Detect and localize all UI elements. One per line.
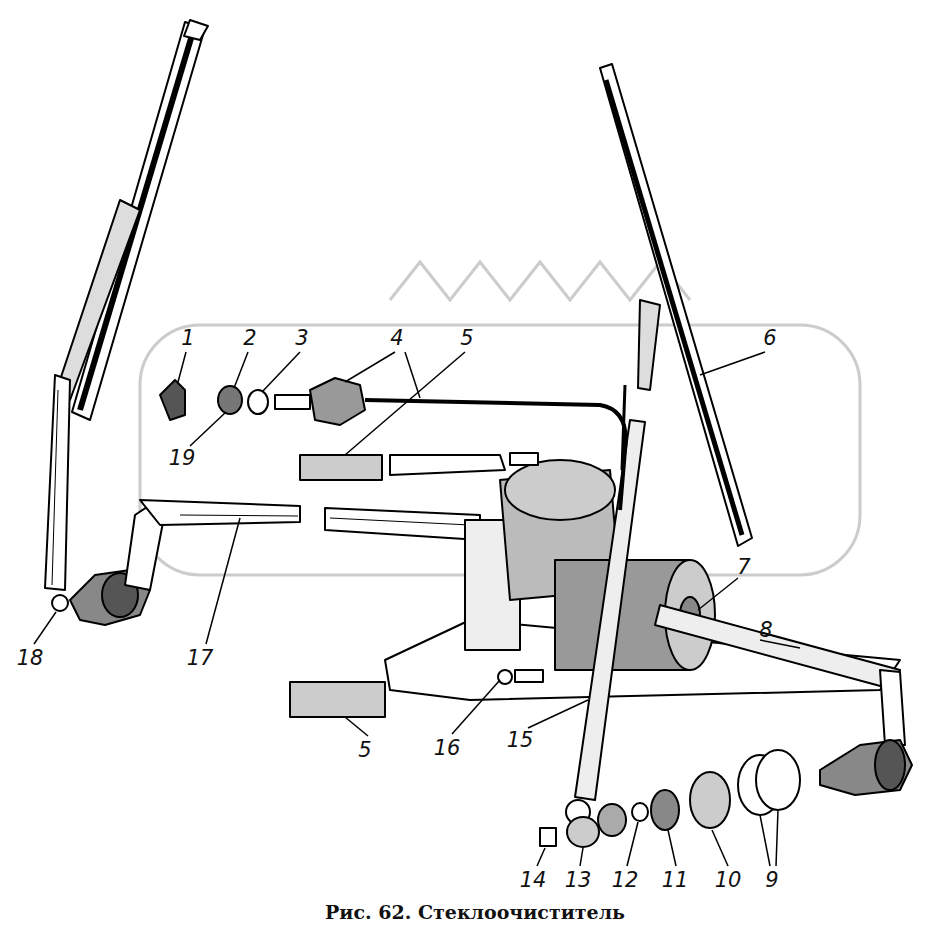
callout-number: 5 <box>460 328 473 349</box>
figure-caption: Рис. 62. Стеклоочиститель <box>325 901 625 923</box>
callout-number: 4 <box>390 328 403 349</box>
callout-number: 2 <box>243 328 256 349</box>
callout-number: 8 <box>759 620 772 641</box>
callout-number: 16 <box>434 738 461 759</box>
callout-number: 11 <box>662 870 689 891</box>
callout-number: 6 <box>763 328 776 349</box>
callout-number: 1 <box>181 328 194 349</box>
callout-number: 13 <box>565 870 592 891</box>
callout-number: 14 <box>520 870 547 891</box>
callout-number: 17 <box>187 648 214 669</box>
callout-number: 7 <box>737 557 750 578</box>
callout-number: 3 <box>295 328 308 349</box>
callout-number: 9 <box>765 870 778 891</box>
callout-number: 18 <box>17 648 44 669</box>
callout-number: 5 <box>358 740 371 761</box>
callout-number: 15 <box>507 730 534 751</box>
callout-number: 12 <box>612 870 639 891</box>
callout-number: 10 <box>715 870 742 891</box>
leader-lines <box>34 352 800 866</box>
callout-number: 19 <box>169 448 196 469</box>
